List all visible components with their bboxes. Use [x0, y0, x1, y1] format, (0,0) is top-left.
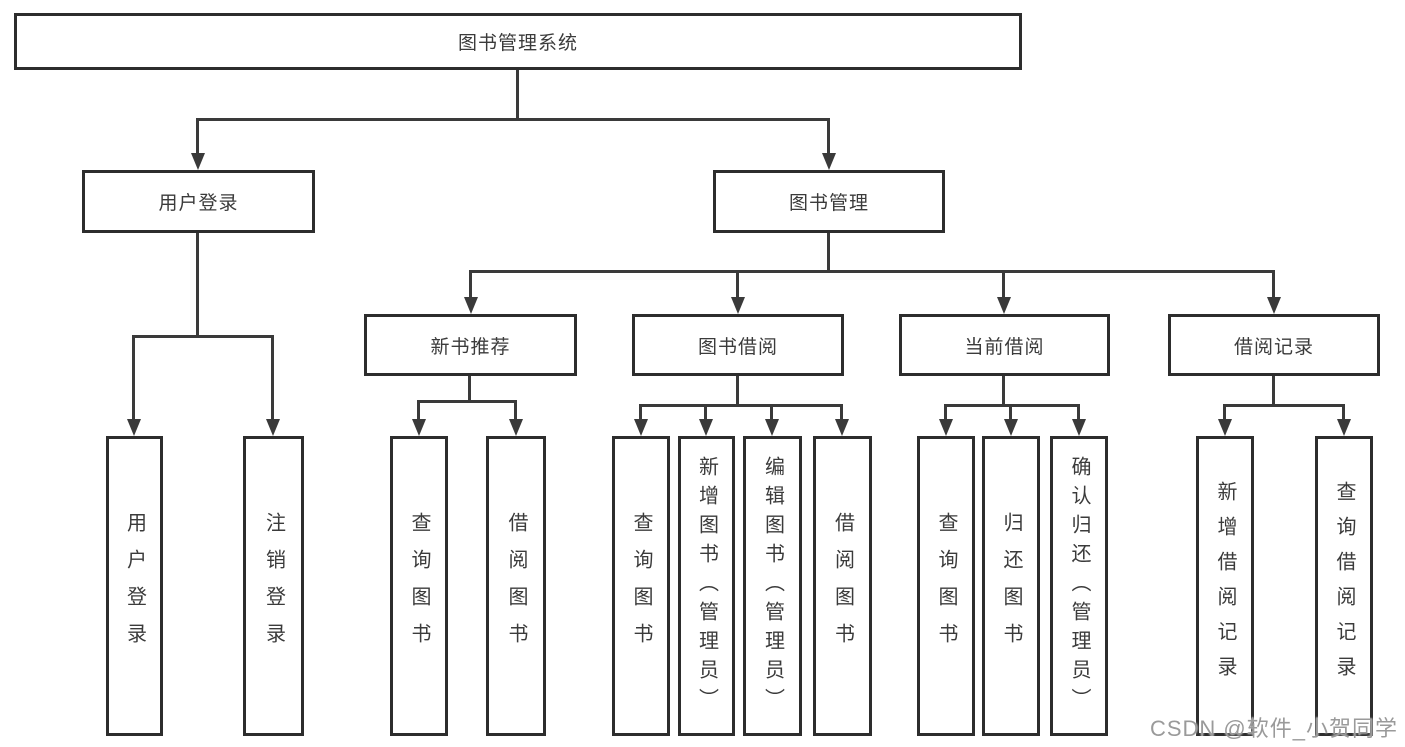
connector-arrowhead [412, 419, 426, 436]
connector-arrowhead [939, 419, 953, 436]
connector-arrowhead [765, 419, 779, 436]
connector-arrowhead [464, 297, 478, 314]
node-leaf-add-borrow-record: 新增借阅记录 [1196, 436, 1254, 736]
node-label: 借阅图书 [505, 512, 527, 660]
node-user-login: 用户登录 [82, 170, 315, 233]
connector-arrowhead [127, 419, 141, 436]
connector-line [639, 404, 642, 420]
node-label: 借阅图书 [831, 512, 854, 660]
connector-line [196, 118, 199, 154]
watermark: CSDN @软件_小贺同学 [1149, 716, 1398, 741]
node-label: 图书借阅 [697, 336, 778, 358]
node-label: 查询图书 [630, 512, 652, 660]
node-leaf-borrow-books-borrowing: 借阅图书 [813, 436, 872, 736]
node-leaf-query-borrow-record: 查询借阅记录 [1315, 436, 1373, 736]
connector-arrowhead [822, 153, 836, 170]
connector-arrowhead [191, 153, 205, 170]
connector-line [196, 232, 199, 338]
node-label: 查询图书 [935, 512, 957, 660]
node-leaf-edit-books-admin: 编辑图书（管理员） [743, 436, 802, 736]
node-leaf-return-books: 归还图书 [982, 436, 1040, 736]
connector-arrowhead [835, 419, 849, 436]
node-leaf-query-books-borrowing: 查询图书 [612, 436, 670, 736]
connector-line [196, 118, 830, 121]
node-leaf-confirm-return-admin: 确认归还（管理员） [1050, 436, 1108, 736]
node-leaf-borrow-books-recommend: 借阅图书 [486, 436, 546, 736]
connector-line [770, 404, 773, 420]
connector-line [1002, 375, 1005, 407]
connector-line [516, 69, 519, 121]
node-label: 注销登录 [262, 512, 285, 660]
connector-arrowhead [509, 419, 523, 436]
connector-arrowhead [699, 419, 713, 436]
connector-line [417, 400, 420, 420]
node-leaf-query-books-current: 查询图书 [917, 436, 975, 736]
connector-line [1223, 404, 1226, 420]
connector-line [827, 118, 830, 154]
connector-arrowhead [266, 419, 280, 436]
connector-line [840, 404, 843, 420]
node-label: 图书管理 [788, 193, 869, 214]
node-library-system: 图书管理系统 [14, 13, 1022, 70]
node-label: 图书管理系统 [457, 33, 578, 54]
node-label: 编辑图书（管理员） [761, 455, 784, 717]
connector-arrowhead [1004, 419, 1018, 436]
connector-arrowhead [1218, 419, 1232, 436]
connector-line [1342, 404, 1345, 420]
connector-line [271, 335, 274, 421]
connector-line [469, 270, 1275, 273]
node-label: 用户登录 [158, 193, 239, 214]
connector-arrowhead [1267, 297, 1281, 314]
node-new-book-recommend: 新书推荐 [364, 314, 577, 376]
connector-line [132, 335, 135, 421]
node-borrow-records: 借阅记录 [1168, 314, 1380, 376]
node-label: 当前借阅 [964, 336, 1045, 358]
connector-line [736, 270, 739, 299]
node-book-borrowing: 图书借阅 [632, 314, 844, 376]
node-leaf-query-books-recommend: 查询图书 [390, 436, 448, 736]
connector-line [132, 335, 274, 338]
connector-line [944, 404, 947, 420]
node-label: 查询借阅记录 [1333, 481, 1355, 691]
node-leaf-user-login: 用户登录 [106, 436, 163, 736]
connector-arrowhead [1337, 419, 1351, 436]
node-current-borrowing: 当前借阅 [899, 314, 1110, 376]
node-label: 新书推荐 [430, 336, 511, 358]
connector-line [468, 375, 471, 403]
connector-line [827, 232, 830, 273]
connector-line [1002, 270, 1005, 299]
connector-line [639, 404, 843, 407]
node-label: 借阅记录 [1233, 336, 1314, 358]
node-label: 用户登录 [123, 512, 146, 660]
connector-line [1223, 404, 1345, 407]
connector-line [469, 270, 472, 299]
node-label: 归还图书 [1000, 512, 1022, 660]
connector-arrowhead [1072, 419, 1086, 436]
connector-arrowhead [634, 419, 648, 436]
connector-line [1272, 270, 1275, 299]
connector-arrowhead [997, 297, 1011, 314]
connector-arrowhead [731, 297, 745, 314]
node-label: 新增图书（管理员） [695, 455, 718, 717]
connector-line [514, 400, 517, 420]
connector-line [704, 404, 707, 420]
connector-line [1077, 404, 1080, 420]
node-leaf-logout: 注销登录 [243, 436, 304, 736]
node-book-management: 图书管理 [713, 170, 945, 233]
connector-line [417, 400, 517, 403]
connector-line [944, 404, 1080, 407]
node-label: 确认归还（管理员） [1068, 455, 1090, 717]
connector-line [736, 375, 739, 407]
node-label: 查询图书 [408, 512, 430, 660]
connector-line [1272, 375, 1275, 407]
node-leaf-add-books-admin: 新增图书（管理员） [678, 436, 735, 736]
node-label: 新增借阅记录 [1214, 481, 1236, 691]
connector-line [1009, 404, 1012, 420]
